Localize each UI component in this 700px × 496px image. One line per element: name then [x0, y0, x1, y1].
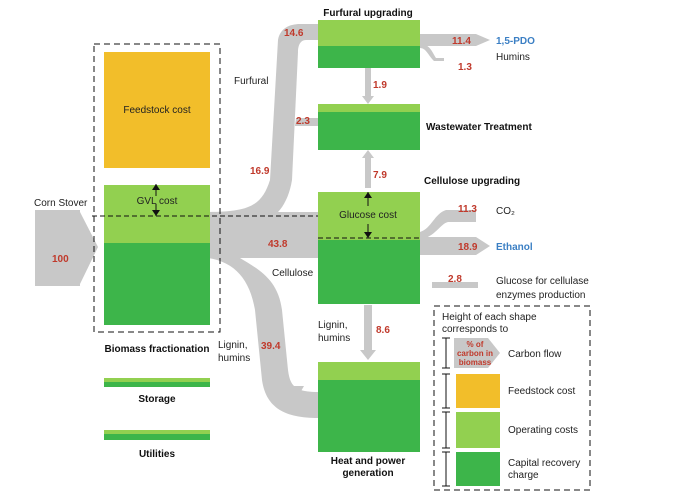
gvl-arrow-up [152, 184, 160, 190]
furfural-total-value: 16.9 [250, 166, 270, 177]
pdo-value: 11.4 [452, 36, 471, 47]
corn-stover-label: Corn Stover [34, 198, 88, 209]
wastewater-op-block [318, 104, 420, 112]
glucose-ww-arrowhead [362, 150, 374, 158]
heat-power-title-1: Heat and power [331, 456, 406, 467]
legend-feedstock-swatch [456, 374, 500, 408]
lignin-branch [208, 258, 318, 418]
cell-hp-arrowhead [360, 350, 376, 360]
humins-label: Humins [496, 52, 530, 63]
fu-ww-value: 1.9 [373, 80, 387, 91]
legend-operating-swatch [456, 412, 500, 448]
cellulose-cap-block [318, 240, 420, 304]
corn-stover-arrow [35, 210, 98, 286]
heat-power-op-block [318, 362, 420, 380]
fractionation-capital-block [104, 243, 210, 325]
ethanol-label: Ethanol [496, 242, 533, 253]
legend-flow-arrow [454, 338, 500, 368]
furfural-upgrading-op-block [318, 20, 420, 46]
corn-stover-value: 100 [52, 254, 69, 265]
legend-operating-costs: Operating costs [508, 425, 578, 436]
cellulose-value: 43.8 [268, 239, 288, 250]
legend-capital-swatch [456, 452, 500, 486]
lignin2-label-1: Lignin, [318, 320, 347, 331]
legend-arrow-line-1: % of [467, 340, 484, 349]
cellulose-upgrading-title: Cellulose upgrading [424, 176, 520, 187]
legend-header-1: Height of each shape [442, 312, 537, 323]
feedstock-cost-block [104, 52, 210, 168]
glucose-ww-flow [365, 156, 371, 188]
legend-header-2: corresponds to [442, 324, 509, 335]
legend-feedstock-cost: Feedstock cost [508, 386, 575, 397]
legend-arrow-line-2: carbon in [457, 349, 493, 358]
lignin-arrowhead [290, 386, 304, 398]
glucose-enzymes-flow [432, 282, 478, 288]
glucose-enzymes-label-2: enzymes production [496, 290, 586, 301]
ethanol-arrow [420, 237, 490, 255]
storage-label: Storage [138, 394, 176, 405]
humins-value: 1.3 [458, 62, 472, 73]
legend-height-ticks [442, 337, 450, 487]
furfural-upgrading-title: Furfural upgrading [323, 8, 412, 19]
furfural-to-wastewater-value: 2.3 [296, 116, 310, 127]
gvl-arrow-down [152, 210, 160, 216]
heat-power-title-2: generation [342, 468, 393, 479]
heat-power-cap-block [318, 380, 420, 452]
legend-capital-2: charge [508, 470, 539, 481]
lignin2-value: 8.6 [376, 325, 390, 336]
furfural-branch [208, 24, 318, 222]
lignin-value: 39.4 [261, 341, 281, 352]
co2-flow [420, 210, 476, 240]
glucose-enzymes-label-1: Glucose for cellulase [496, 276, 589, 287]
glucose-enzymes-value: 2.8 [448, 274, 462, 285]
lignin2-label-2: humins [318, 333, 350, 344]
furfural-to-wastewater [295, 118, 318, 126]
flows [35, 24, 490, 418]
legend-arrow-line-3: biomass [459, 358, 492, 367]
ethanol-value: 18.9 [458, 242, 478, 253]
cellulose-label: Cellulose [272, 268, 314, 279]
legend-carbon-flow: Carbon flow [508, 349, 562, 360]
pdo-arrow [420, 34, 490, 46]
ww-glucose-value: 7.9 [373, 170, 387, 181]
lignin-label-1: Lignin, [218, 340, 247, 351]
lignin-label-2: humins [218, 353, 250, 364]
storage-bar-dark [104, 382, 210, 387]
gvl-cost-label: GVL cost [137, 196, 178, 207]
utilities-bar-dark [104, 434, 210, 440]
wastewater-cap-block [318, 112, 420, 150]
utilities-bar-light [104, 430, 210, 434]
co2-label: CO₂ [496, 206, 515, 217]
fu-ww-flow [365, 68, 371, 98]
fractionation-dashed-box [93, 43, 221, 333]
glucose-arrow-up [364, 192, 372, 198]
glucose-arrow-down [364, 232, 372, 238]
cell-hp-flow [364, 305, 372, 351]
fu-ww-arrowhead [362, 96, 374, 104]
utilities-label: Utilities [139, 449, 176, 460]
feedstock-cost-label: Feedstock cost [123, 105, 190, 116]
glucose-cost-label: Glucose cost [339, 210, 397, 221]
humins-flow [420, 44, 444, 61]
furfural-upgrading-cap-block [318, 46, 420, 68]
fractionation-title: Biomass fractionation [104, 344, 209, 355]
furfural-to-upgrading-value: 14.6 [284, 28, 304, 39]
legend-capital-1: Capital recovery [508, 458, 580, 469]
storage-bar-light [104, 378, 210, 382]
wastewater-title: Wastewater Treatment [426, 122, 532, 133]
cellulose-trunk [208, 212, 318, 258]
pdo-label: 1,5-PDO [496, 36, 535, 47]
co2-value: 11.3 [458, 204, 477, 215]
furfural-label: Furfural [234, 76, 268, 87]
